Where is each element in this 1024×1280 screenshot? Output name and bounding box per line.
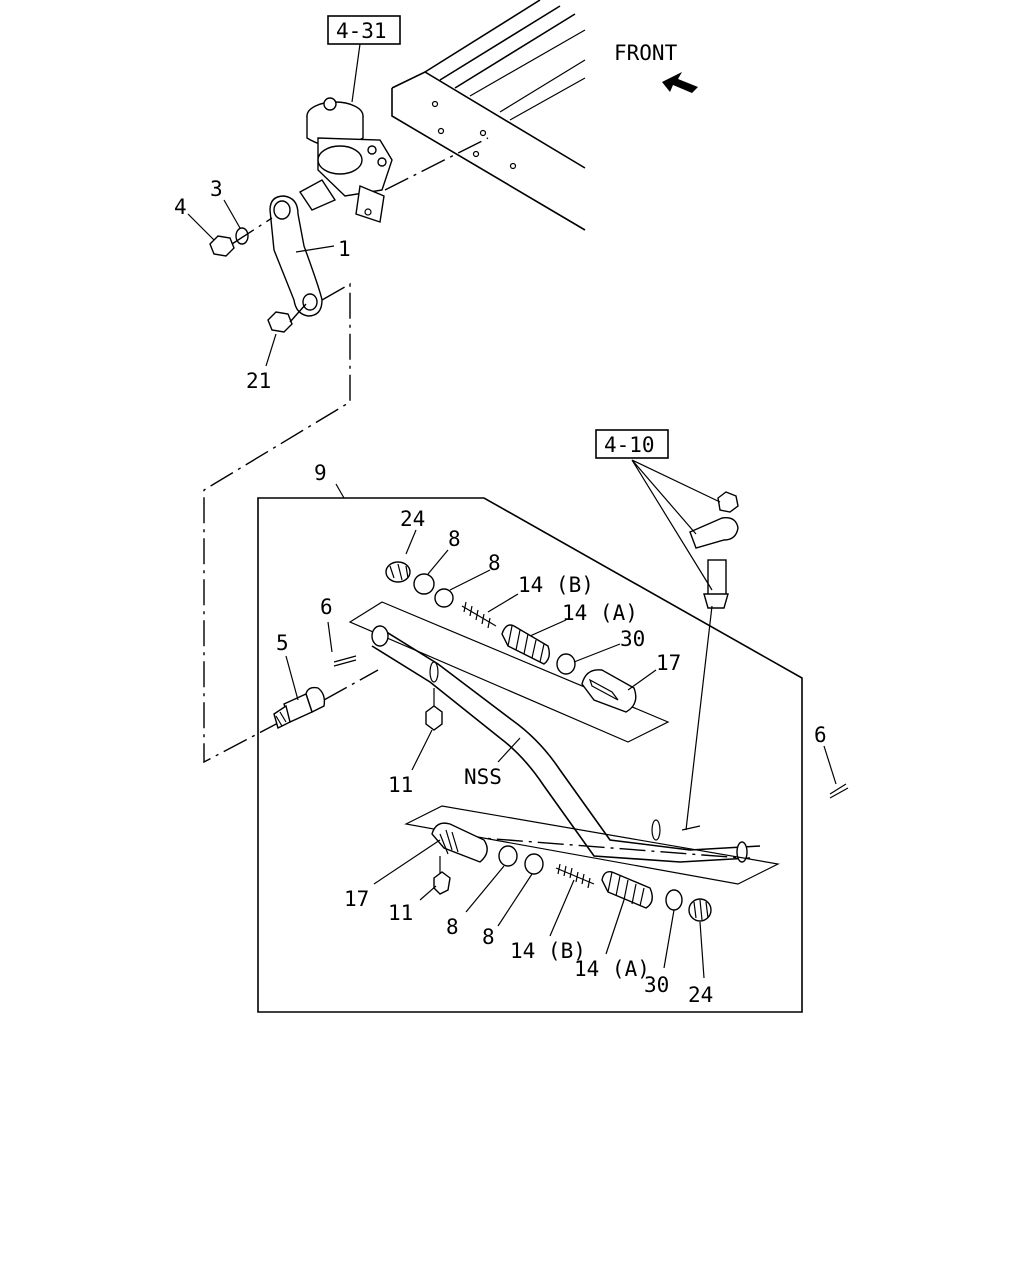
leader-4-10 bbox=[631, 459, 721, 591]
lower-tray bbox=[404, 805, 780, 885]
callout-14B-lower[interactable]: 14 (B) bbox=[510, 939, 586, 963]
leader-8-upper-1 bbox=[427, 549, 449, 575]
cotter-pin-6-upper bbox=[333, 655, 357, 667]
steering-gear bbox=[298, 97, 393, 223]
leader-21 bbox=[265, 333, 277, 367]
spring-14A-lower bbox=[601, 870, 653, 909]
tie-rod-end bbox=[689, 491, 739, 609]
callout-14A-lower[interactable]: 14 (A) bbox=[574, 957, 650, 981]
leader-3 bbox=[223, 199, 241, 229]
callout-24-upper[interactable]: 24 bbox=[400, 507, 425, 531]
sleeve-17-lower bbox=[431, 822, 488, 863]
leader-14B-lower bbox=[549, 879, 575, 937]
ref-box-4-31 bbox=[327, 15, 401, 45]
callout-14B-upper[interactable]: 14 (B) bbox=[518, 573, 594, 597]
leader-8-lower-1 bbox=[465, 865, 505, 913]
seat-8-lower-1 bbox=[498, 845, 518, 867]
leader-8-upper-2 bbox=[449, 569, 491, 591]
cotter-pin-6-right bbox=[829, 783, 849, 799]
callout-14A-upper[interactable]: 14 (A) bbox=[562, 601, 638, 625]
seat-8-upper-1 bbox=[413, 573, 435, 595]
leader-11-upper bbox=[411, 729, 433, 771]
stud-line bbox=[685, 605, 713, 831]
front-arrow-icon bbox=[662, 72, 698, 93]
spring-14B-upper bbox=[461, 601, 497, 629]
callout-30-upper[interactable]: 30 bbox=[620, 627, 645, 651]
nut-4 bbox=[209, 235, 235, 257]
leader-8-lower-2 bbox=[497, 873, 533, 927]
callout-21[interactable]: 21 bbox=[246, 369, 271, 393]
plug-24-upper bbox=[385, 561, 411, 583]
axis-line-21 bbox=[289, 303, 307, 323]
leader-1 bbox=[295, 245, 335, 253]
leader-14A-upper bbox=[529, 619, 567, 637]
nut-21 bbox=[267, 311, 293, 333]
grease-nipple-11-upper bbox=[425, 688, 443, 731]
leader-6-right bbox=[823, 745, 837, 785]
leader-6-upper bbox=[327, 621, 333, 653]
callout-11-upper[interactable]: 11 bbox=[388, 773, 413, 797]
lower-parts bbox=[431, 822, 712, 922]
axis-line-5 bbox=[323, 669, 379, 701]
callout-24-lower[interactable]: 24 bbox=[688, 983, 713, 1007]
spring-14B-lower bbox=[555, 863, 595, 889]
callout-8-lower-2[interactable]: 8 bbox=[482, 925, 495, 949]
link-line-main bbox=[203, 282, 351, 764]
ref-4-31[interactable]: 4-31 bbox=[336, 19, 387, 43]
leader-30-upper bbox=[573, 643, 621, 663]
plug-24-lower bbox=[688, 898, 712, 922]
leader-11-lower bbox=[419, 885, 437, 901]
leader-NSS bbox=[497, 737, 521, 763]
axis-line-lower bbox=[455, 835, 743, 859]
ref-4-10[interactable]: 4-10 bbox=[604, 433, 655, 457]
callout-3[interactable]: 3 bbox=[210, 177, 223, 201]
callout-6-right[interactable]: 6 bbox=[814, 723, 827, 747]
leader-14A-lower bbox=[605, 899, 625, 955]
callout-17-upper[interactable]: 17 bbox=[656, 651, 681, 675]
grease-nipple-11-lower bbox=[433, 856, 451, 895]
callout-17-lower[interactable]: 17 bbox=[344, 887, 369, 911]
leader-4 bbox=[187, 213, 215, 241]
upper-parts bbox=[385, 561, 637, 713]
leader-4-31 bbox=[351, 43, 361, 103]
callout-6-upper[interactable]: 6 bbox=[320, 595, 333, 619]
leader-30-lower bbox=[663, 909, 675, 969]
upper-tray bbox=[348, 601, 670, 743]
sleeve-17-upper bbox=[581, 669, 637, 713]
pitman-arm bbox=[269, 195, 323, 317]
callout-8-upper-1[interactable]: 8 bbox=[448, 527, 461, 551]
washer-30-upper bbox=[556, 653, 576, 675]
washer-3 bbox=[235, 227, 249, 245]
callout-5[interactable]: 5 bbox=[276, 631, 289, 655]
frame-rail bbox=[391, 0, 586, 231]
drag-link-tube bbox=[371, 625, 761, 863]
seat-8-upper-2 bbox=[434, 588, 454, 608]
leader-9 bbox=[335, 483, 345, 499]
callout-1[interactable]: 1 bbox=[338, 237, 351, 261]
leader-17-lower bbox=[373, 839, 441, 885]
assembly-outline bbox=[257, 497, 803, 1013]
axis-line-1 bbox=[231, 217, 273, 245]
callout-30-lower[interactable]: 30 bbox=[644, 973, 669, 997]
callout-4[interactable]: 4 bbox=[174, 195, 187, 219]
seat-8-lower-2 bbox=[524, 853, 544, 875]
callout-9[interactable]: 9 bbox=[314, 461, 327, 485]
callout-8-upper-2[interactable]: 8 bbox=[488, 551, 501, 575]
leader-5 bbox=[285, 655, 299, 701]
leader-24-upper bbox=[405, 529, 417, 555]
callout-NSS[interactable]: NSS bbox=[464, 765, 502, 789]
front-label: FRONT bbox=[614, 41, 678, 65]
mount-line bbox=[384, 137, 489, 191]
leader-17-upper bbox=[627, 669, 657, 691]
leader-14B-upper bbox=[487, 593, 519, 613]
ref-box-4-10 bbox=[595, 429, 669, 459]
leader-24-lower bbox=[699, 921, 705, 979]
stud-5 bbox=[273, 686, 326, 730]
callout-8-lower-1[interactable]: 8 bbox=[446, 915, 459, 939]
washer-30-lower bbox=[665, 889, 683, 911]
callout-11-lower[interactable]: 11 bbox=[388, 901, 413, 925]
spring-14A-upper bbox=[501, 624, 551, 665]
